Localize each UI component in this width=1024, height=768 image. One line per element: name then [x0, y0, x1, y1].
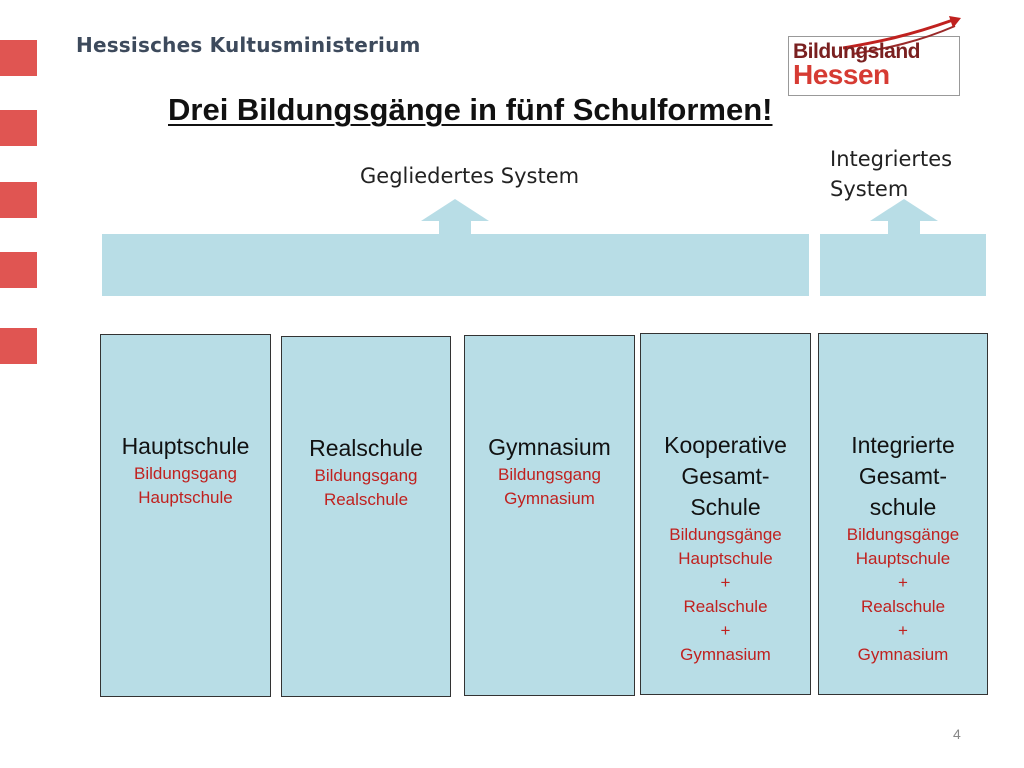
school-detail: Gymnasium [680, 645, 771, 664]
school-box-gymnasium: Gymnasium Bildungsgang Gymnasium [464, 335, 635, 696]
bar-integriertes-system [820, 234, 986, 296]
decor-square-4 [0, 252, 37, 288]
school-detail: Realschule [323, 490, 409, 509]
logo-frame [788, 36, 960, 96]
label-integriertes-line2: System [830, 177, 909, 201]
label-gegliedertes-text: Gegliedertes System [360, 164, 580, 188]
school-name: Schule [690, 494, 761, 520]
school-box-kooperative-gesamtschule: Kooperative Gesamt- Schule Bildungsgänge… [640, 333, 811, 695]
school-name: Realschule [309, 435, 423, 461]
school-detail: + [720, 573, 731, 592]
label-integriertes-line1: Integriertes [830, 147, 953, 171]
decor-square-2 [0, 110, 37, 146]
label-gegliedertes-system: Gegliedertes System [360, 161, 579, 191]
school-name: Hauptschule [121, 433, 250, 459]
school-detail: Realschule [683, 597, 768, 616]
page-number: 4 [953, 726, 961, 742]
school-detail: Hauptschule [855, 549, 951, 568]
ministry-name: Hessisches Kultusministerium [76, 33, 421, 57]
label-integriertes-system: Integriertes System [830, 144, 952, 204]
school-box-integrierte-gesamtschule: Integrierte Gesamt- schule Bildungsgänge… [818, 333, 988, 695]
decor-square-3 [0, 182, 37, 218]
school-detail: Realschule [860, 597, 946, 616]
school-detail: Bildungsgänge [669, 525, 782, 544]
logo-text-hessen: Hessen [793, 59, 890, 90]
school-detail: + [898, 573, 908, 592]
school-detail: Bildungsgang [133, 464, 238, 483]
school-detail: Bildungsgang [497, 465, 602, 484]
bar-gegliedertes-system [102, 234, 809, 296]
school-name: Gesamt- [681, 463, 770, 489]
school-box-realschule: Realschule Bildungsgang Realschule [281, 336, 451, 697]
decor-square-1 [0, 40, 37, 76]
logo-arrow-icon [842, 16, 961, 55]
school-box-hauptschule: Hauptschule Bildungsgang Hauptschule [100, 334, 271, 697]
logo-text-bildungsland: Bildungsland [793, 40, 921, 63]
school-detail: Gymnasium [504, 489, 595, 508]
school-name: Gymnasium [488, 434, 611, 460]
school-detail: Bildungsgänge [846, 525, 960, 544]
bildungsland-hessen-logo: Bildungsland Hessen [783, 14, 963, 96]
decor-square-5 [0, 328, 37, 364]
school-name: Gesamt- [858, 463, 948, 489]
school-detail: + [898, 621, 908, 640]
school-detail: Hauptschule [138, 488, 233, 507]
school-name: schule [869, 494, 937, 520]
school-detail: + [720, 621, 731, 640]
page-title: Drei Bildungsgänge in fünf Schulformen! [168, 92, 773, 127]
school-detail: Gymnasium [857, 645, 949, 664]
up-arrow-icon-gegliedert [421, 199, 489, 237]
up-arrow-icon-integriert [870, 199, 938, 237]
school-name: Integrierte [851, 432, 955, 458]
school-name: Kooperative [664, 432, 787, 458]
school-detail: Hauptschule [678, 549, 773, 568]
school-detail: Bildungsgang [314, 466, 418, 485]
